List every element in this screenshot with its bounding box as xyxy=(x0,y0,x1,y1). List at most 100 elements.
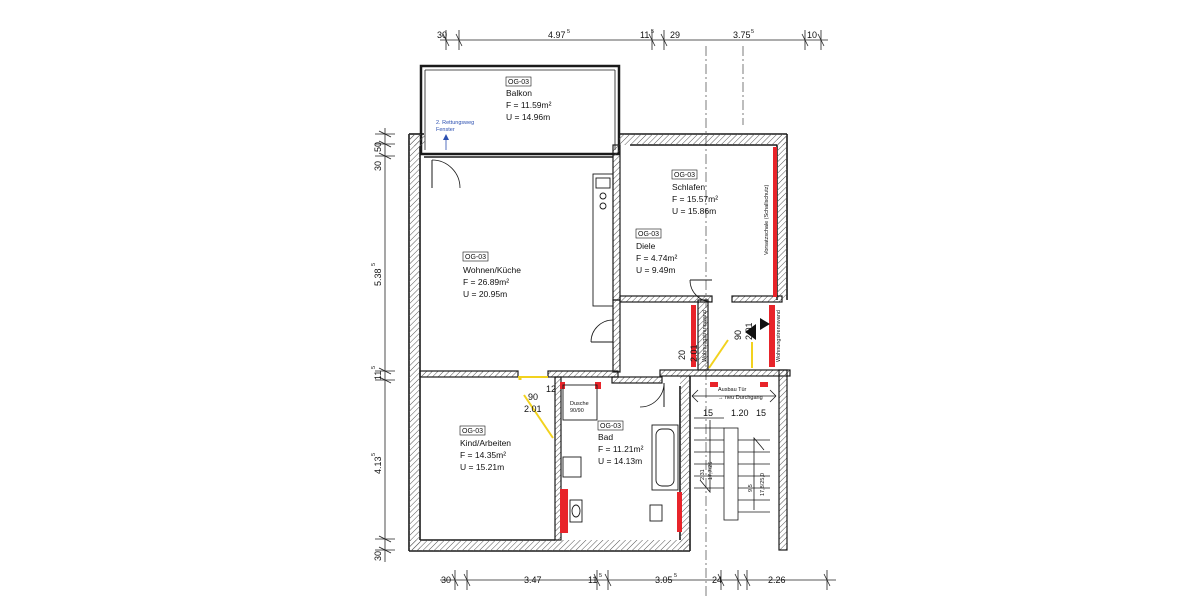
dim-bottom-4-sup: 5 xyxy=(674,573,677,579)
room-label-diele: OG-03 Diele F = 4.74m² U = 9.49m xyxy=(635,228,678,275)
stair-dim: 15 xyxy=(703,408,713,418)
dim-left-3: 5.38 xyxy=(373,268,383,286)
staircase xyxy=(691,389,777,521)
bottom-dimension-line xyxy=(440,570,836,590)
rettungsweg-note: 2. Rettungsweg Fenster xyxy=(436,120,474,150)
door-width: 90 xyxy=(733,330,743,340)
room-tag: OG-03 xyxy=(638,231,659,238)
dim-left-6: 30 xyxy=(373,551,383,561)
room-tag: OG-03 xyxy=(508,79,529,86)
room-perimeter: U = 20.95m xyxy=(463,289,507,299)
stair-dimensions: 15 1.20 15 2.31 17,7/25 9.5 17,8/25,0 xyxy=(700,408,766,496)
doors xyxy=(431,159,753,439)
room-label-balkon: OG-03 Balkon F = 11.59m² U = 14.96m xyxy=(505,76,552,122)
dim-top-2-sup: 5 xyxy=(567,29,570,35)
room-name: Diele xyxy=(636,241,656,251)
dim-left-5-sup: 5 xyxy=(371,453,377,456)
door-height: 2.01 xyxy=(744,322,754,340)
dim-bottom-3: 11 xyxy=(588,575,597,585)
kitchen-counter xyxy=(592,173,614,307)
room-perimeter: U = 9.49m xyxy=(636,265,675,275)
ausbau-note: Ausbau Tür → neu Durchgang xyxy=(718,387,763,401)
room-label-wohnen: OG-03 Wohnen/Küche F = 26.89m² U = 20.95… xyxy=(462,251,521,299)
interior-walls xyxy=(419,144,791,551)
stair-run: 2.31 xyxy=(700,469,706,480)
washbasin xyxy=(562,456,583,523)
room-area: F = 11.21m² xyxy=(598,444,644,454)
wohnungstrennwand-right: Wohnungstrennwand xyxy=(776,310,782,362)
room-perimeter: U = 14.96m xyxy=(506,112,550,122)
room-name: Balkon xyxy=(506,88,532,98)
door-height: 2.01 xyxy=(689,344,699,362)
stair-dim: 15 xyxy=(756,408,766,418)
dim-top-5: 3.75 xyxy=(733,30,751,40)
room-perimeter: U = 15.86m xyxy=(672,206,716,216)
room-area: F = 26.89m² xyxy=(463,277,509,287)
passage-arrows xyxy=(745,318,770,340)
room-perimeter: U = 15.21m xyxy=(460,462,504,472)
room-area: F = 15.57m² xyxy=(672,194,718,204)
dim-top-3: 11 xyxy=(640,30,649,40)
outer-walls xyxy=(408,133,788,552)
door-height: 2.01 xyxy=(524,404,542,414)
stair-run: 9.5 xyxy=(748,484,754,492)
room-name: Kind/Arbeiten xyxy=(460,438,511,448)
room-perimeter: U = 14.13m xyxy=(598,456,642,466)
dim-top-3-sup: 5 xyxy=(651,29,654,35)
dim-left-3-sup: 5 xyxy=(371,263,377,266)
room-name: Schlafen xyxy=(672,182,705,192)
note-line: → neu Durchgang xyxy=(718,395,763,401)
room-tag: OG-03 xyxy=(465,254,486,261)
note-line: 90/90 xyxy=(570,408,584,414)
room-label-bad: OG-03 Bad F = 11.21m² U = 14.13m xyxy=(597,420,644,466)
room-label-kind: OG-03 Kind/Arbeiten F = 14.35m² U = 15.2… xyxy=(459,425,511,472)
dim-bottom-2: 3.47 xyxy=(524,575,542,585)
door-dimensions: 90 2.01 12 20 2.01 90 2.01 xyxy=(524,322,754,414)
dim-top-4: 29 xyxy=(670,30,680,40)
door-width: 90 xyxy=(528,392,538,402)
stair-run: 17,7/25 xyxy=(708,462,714,480)
stair-dim: 1.20 xyxy=(731,408,749,418)
wohnungstrennwand-left: Wohnungstrennwand xyxy=(702,310,708,362)
dim-left-4-sup: 5 xyxy=(371,366,377,369)
dim-bottom-4: 3.05 xyxy=(655,575,673,585)
room-area: F = 4.74m² xyxy=(636,253,678,263)
dim-left-1: 30 xyxy=(373,161,383,171)
dim-top-6: 10 xyxy=(807,30,817,40)
bottom-dimension-labels: 30 3.47 11 5 3.05 5 24 2.26 xyxy=(441,573,786,585)
room-area: F = 11.59m² xyxy=(506,100,552,110)
left-dimension-line xyxy=(375,128,395,562)
dim-bottom-3-sup: 5 xyxy=(599,573,602,579)
axis-lines xyxy=(705,46,744,598)
note-line: 2. Rettungsweg xyxy=(436,120,474,126)
top-dimension-labels: 30 4.97 5 11 5 29 3.75 5 10 xyxy=(437,29,817,40)
room-area: F = 14.35m² xyxy=(460,450,506,460)
dim-left-2: 50 xyxy=(373,142,383,152)
room-name: Wohnen/Küche xyxy=(463,265,521,275)
insulation-red xyxy=(560,147,777,533)
vorsatzschale-note: Vorsatzschale (Schallschutz) xyxy=(764,185,770,255)
dim-top-2: 4.97 xyxy=(548,30,566,40)
room-tag: OG-03 xyxy=(462,428,483,435)
room-name: Bad xyxy=(598,432,613,442)
wall-thickness: 12 xyxy=(546,384,556,394)
dim-bottom-5: 24 xyxy=(712,575,722,585)
door-width: 20 xyxy=(677,350,687,360)
room-tag: OG-03 xyxy=(600,423,621,430)
note-line: Dusche xyxy=(570,401,589,407)
dusche-note: Dusche 90/90 xyxy=(570,401,589,414)
note-line: Fenster xyxy=(436,127,455,133)
dim-top-5-sup: 5 xyxy=(751,29,754,35)
dim-bottom-6: 2.26 xyxy=(768,575,786,585)
note-line: Ausbau Tür xyxy=(718,387,747,393)
bathtub xyxy=(651,424,679,491)
dim-top-1: 30 xyxy=(437,30,447,40)
stair-run: 17,8/25,0 xyxy=(760,473,766,496)
dim-left-4: 11 xyxy=(373,371,383,380)
room-tag: OG-03 xyxy=(674,172,695,179)
room-label-schlafen: OG-03 Schlafen F = 15.57m² U = 15.86m xyxy=(671,169,718,216)
dim-bottom-1: 30 xyxy=(441,575,451,585)
left-dimension-labels: 30 50 5.38 5 11 5 4.13 5 30 xyxy=(371,142,383,561)
top-dimension-line xyxy=(440,30,828,50)
